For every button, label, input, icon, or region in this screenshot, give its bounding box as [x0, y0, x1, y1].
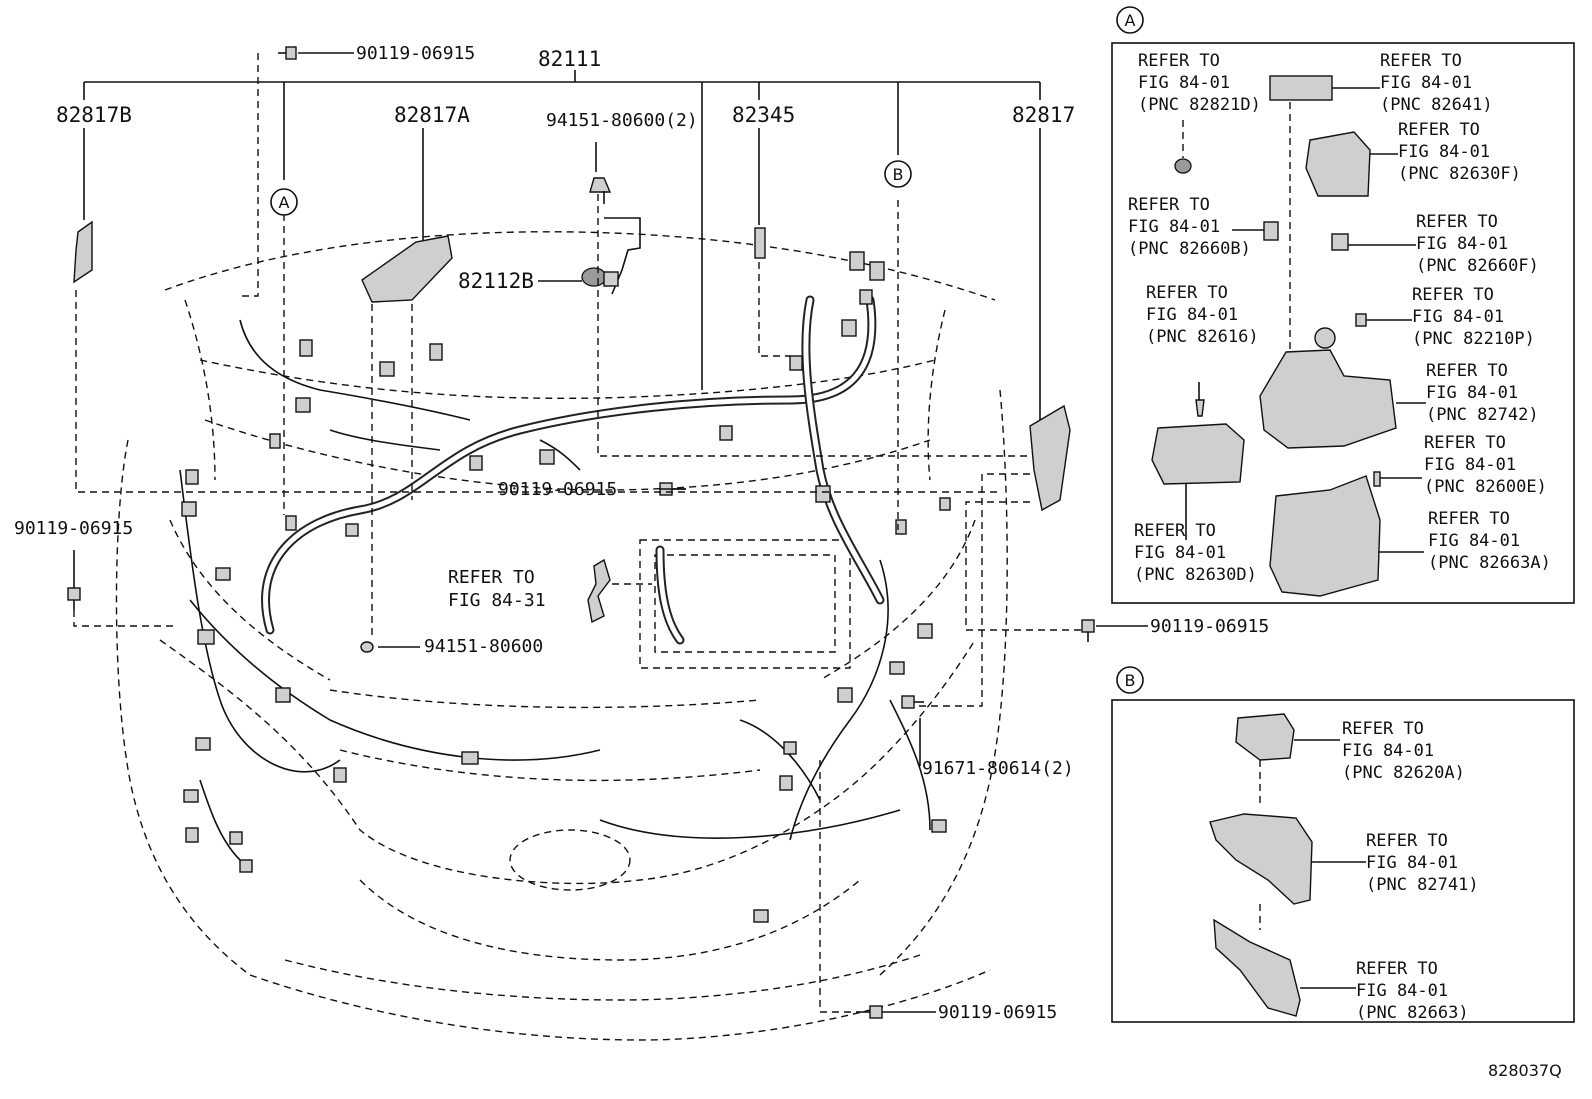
svg-text:REFER TO: REFER TO [1426, 361, 1508, 381]
svg-text:REFER TO: REFER TO [1356, 959, 1438, 979]
bolt-icon [278, 46, 297, 60]
part-82817-label: 82817 [1012, 103, 1075, 127]
bolt-left-label: 90119-06915 [14, 518, 133, 539]
connector-82345 [754, 227, 766, 259]
panel-a-marker: A [1125, 11, 1136, 30]
svg-text:FIG 84-01: FIG 84-01 [1366, 853, 1458, 873]
svg-text:REFER TO: REFER TO [1398, 120, 1480, 140]
svg-text:FIG 84-01: FIG 84-01 [1428, 531, 1520, 551]
bracket-82817b [73, 220, 93, 284]
part-94151-80600-label: 94151-80600 [424, 636, 543, 657]
callout-a-marker: A [270, 188, 298, 216]
svg-text:REFER TO: REFER TO [1428, 509, 1510, 529]
bolt-mid-label: 90119-06915 [498, 479, 617, 500]
svg-text:A: A [279, 193, 290, 212]
part-82111-label: 82111 [538, 47, 601, 71]
engine-room-harness [179, 295, 931, 861]
svg-text:(PNC 82641): (PNC 82641) [1380, 95, 1493, 115]
svg-text:REFER TO: REFER TO [1342, 719, 1424, 739]
svg-text:FIG 84-01: FIG 84-01 [1128, 217, 1220, 237]
relay-bracket [587, 558, 611, 624]
part-82345-label: 82345 [732, 103, 795, 127]
bolt-icon [1081, 619, 1095, 642]
svg-text:REFER TO: REFER TO [1128, 195, 1210, 215]
svg-text:(PNC 82660B): (PNC 82660B) [1128, 239, 1251, 259]
detail-panel-b: B REFER TO FIG 84-01 (PNC 82620A) REFER … [1111, 666, 1575, 1023]
svg-text:(PNC 82660F): (PNC 82660F) [1416, 256, 1539, 276]
bolt-icon [901, 695, 924, 709]
leader-bracket-82111 [83, 70, 1041, 420]
svg-text:(PNC 82821D): (PNC 82821D) [1138, 95, 1261, 115]
svg-text:REFER TO: REFER TO [1134, 521, 1216, 541]
refer-84-31-line1: REFER TO [448, 567, 535, 588]
solid-leaders [73, 52, 1148, 1013]
svg-text:FIG 84-01: FIG 84-01 [1138, 73, 1230, 93]
svg-text:REFER TO: REFER TO [1380, 51, 1462, 71]
svg-text:REFER TO: REFER TO [1424, 433, 1506, 453]
svg-text:(PNC 82620A): (PNC 82620A) [1342, 763, 1465, 783]
harness-connectors [181, 251, 951, 923]
bolt-icon [856, 1005, 883, 1019]
svg-text:FIG 84-01: FIG 84-01 [1134, 543, 1226, 563]
part-94151-80600-2-label: 94151-80600(2) [546, 110, 698, 131]
clip-94151-2 [589, 177, 612, 193]
svg-text:FIG 84-01: FIG 84-01 [1424, 455, 1516, 475]
part-82112b-label: 82112B [458, 269, 534, 293]
part-91671-label: 91671-80614(2) [922, 758, 1074, 779]
fuse-holder-82112b [581, 217, 641, 295]
svg-text:FIG 84-01: FIG 84-01 [1146, 305, 1238, 325]
refer-84-31-line2: FIG 84-31 [448, 590, 546, 611]
svg-text:(PNC 82663A): (PNC 82663A) [1428, 553, 1551, 573]
bolt-icon [67, 587, 81, 610]
svg-text:FIG 84-01: FIG 84-01 [1398, 142, 1490, 162]
svg-text:REFER TO: REFER TO [1146, 283, 1228, 303]
svg-text:(PNC 82210P): (PNC 82210P) [1412, 329, 1535, 349]
svg-text:(PNC 82663): (PNC 82663) [1356, 1003, 1469, 1023]
svg-text:REFER TO: REFER TO [1412, 285, 1494, 305]
svg-text:B: B [893, 165, 904, 184]
svg-text:(PNC 82741): (PNC 82741) [1366, 875, 1479, 895]
svg-text:REFER TO: REFER TO [1416, 212, 1498, 232]
svg-text:FIG 84-01: FIG 84-01 [1380, 73, 1472, 93]
svg-text:(PNC 82630F): (PNC 82630F) [1398, 164, 1521, 184]
svg-text:FIG 84-01: FIG 84-01 [1412, 307, 1504, 327]
svg-text:FIG 84-01: FIG 84-01 [1416, 234, 1508, 254]
part-82817a-label: 82817A [394, 103, 470, 127]
svg-text:FIG 84-01: FIG 84-01 [1356, 981, 1448, 1001]
vehicle-body-outline [115, 231, 1008, 1041]
svg-text:REFER TO: REFER TO [1366, 831, 1448, 851]
bracket-82817a [361, 235, 453, 303]
svg-text:(PNC 82742): (PNC 82742) [1426, 405, 1539, 425]
svg-text:REFER TO: REFER TO [1138, 51, 1220, 71]
bolt-right-label: 90119-06915 [1150, 616, 1269, 637]
svg-text:(PNC 82616): (PNC 82616) [1146, 327, 1259, 347]
bracket-82817 [1029, 404, 1071, 512]
bolt-bottom-label: 90119-06915 [938, 1002, 1057, 1023]
svg-text:(PNC 82600E): (PNC 82600E) [1424, 477, 1547, 497]
dashed-leaders [73, 53, 1082, 1013]
clip-94151 [360, 641, 374, 653]
svg-text:FIG 84-01: FIG 84-01 [1426, 383, 1518, 403]
svg-text:(PNC 82630D): (PNC 82630D) [1134, 565, 1257, 585]
bolt-top-label: 90119-06915 [356, 43, 475, 64]
part-82817b-label: 82817B [56, 103, 132, 127]
figure-id: 828037Q [1488, 1061, 1562, 1080]
detail-panel-a: A REFER TO FIG 84-01 (PNC 82821D) REFER … [1111, 6, 1575, 604]
callout-b-marker: B [884, 160, 912, 188]
panel-b-marker: B [1125, 671, 1136, 690]
svg-text:FIG 84-01: FIG 84-01 [1342, 741, 1434, 761]
